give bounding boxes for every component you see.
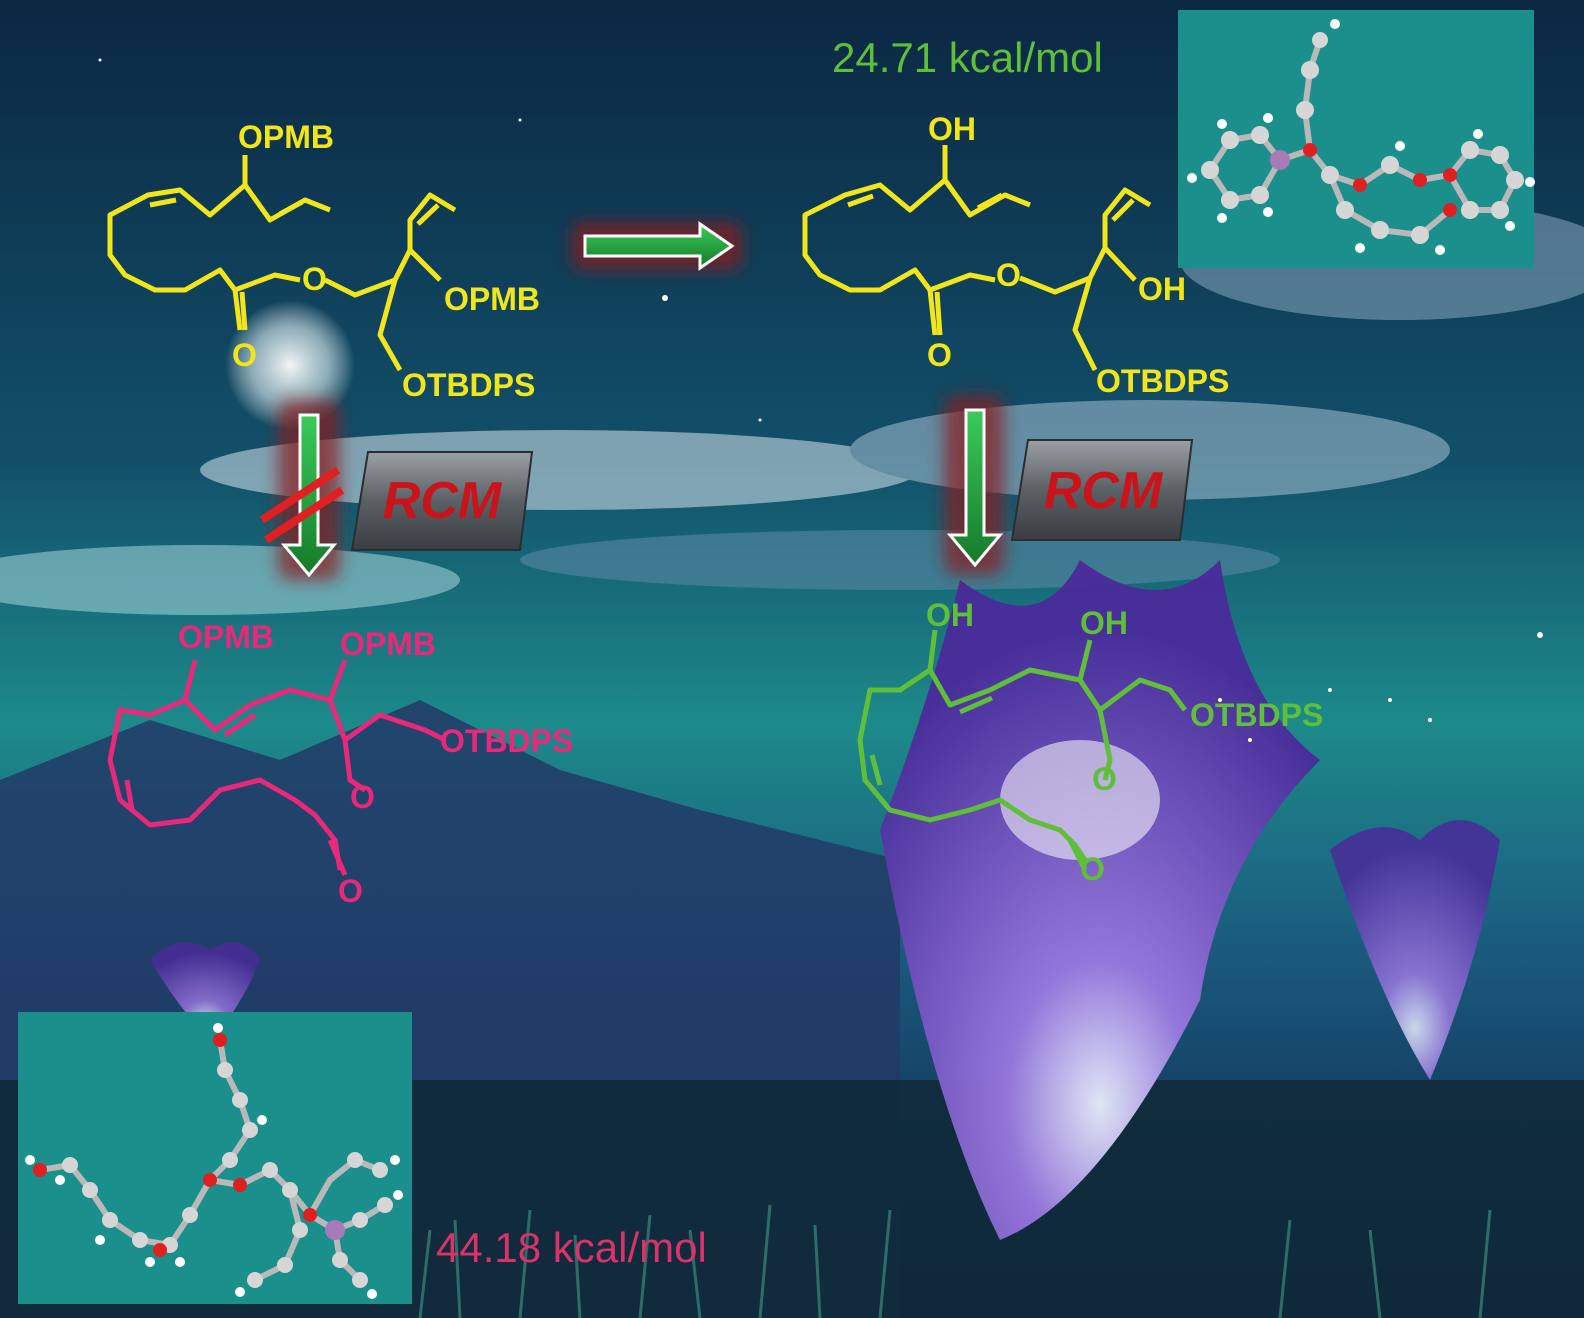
label-o-ester-diol: O: [996, 257, 1021, 293]
flower-left: [150, 942, 260, 1040]
energy-top: 24.71 kcal/mol: [832, 34, 1103, 81]
energy-bottom: 44.18 kcal/mol: [436, 1224, 707, 1271]
label-o-carbonyl-failed: O: [338, 873, 363, 909]
label-opmb-failed-1: OPMB: [178, 619, 274, 655]
arrow-rcm-blocked: [259, 400, 345, 580]
molecule-failed-product: [107, 659, 447, 876]
flower-right: [1330, 820, 1500, 1080]
label-opmb-top: OPMB: [238, 119, 334, 155]
label-opmb-failed-2: OPMB: [340, 626, 436, 662]
molecule-start: [107, 155, 457, 372]
rcm-text-left: RCM: [383, 472, 503, 530]
label-o-ester-product: O: [1092, 761, 1117, 797]
arrow-rcm: [944, 395, 1004, 575]
label-oh-top: OH: [928, 111, 976, 147]
rcm-plaque-right: RCM: [1010, 439, 1194, 541]
label-o-carbonyl-start: O: [232, 337, 257, 373]
arrow-deprotection: [572, 221, 742, 271]
label-o-carbonyl-product: O: [1080, 851, 1105, 887]
label-o-ester-start: O: [302, 261, 327, 297]
rcm-text-right: RCM: [1044, 462, 1164, 520]
label-opmb-side: OPMB: [444, 281, 540, 317]
molecule-diol: [802, 145, 1152, 372]
label-otbdps-failed: OTBDPS: [440, 723, 573, 759]
label-oh-product-1: OH: [926, 597, 974, 633]
label-oh-product-2: OH: [1080, 605, 1128, 641]
label-otbdps-product: OTBDPS: [1190, 697, 1323, 733]
grass: [418, 1204, 1492, 1318]
label-o-carbonyl-diol: O: [927, 337, 952, 373]
label-otbdps-start: OTBDPS: [402, 367, 535, 403]
label-o-ester-failed: O: [350, 779, 375, 815]
rcm-plaque-left: RCM: [350, 451, 534, 551]
flower-large: [880, 560, 1320, 1240]
moon: [225, 300, 355, 430]
ball-stick-model-top: [1187, 19, 1535, 255]
sparkles: [98, 58, 1543, 742]
molecule-product: [857, 629, 1187, 872]
ball-stick-model-bottom: [25, 1023, 403, 1299]
label-oh-side: OH: [1138, 271, 1186, 307]
label-otbdps-diol: OTBDPS: [1096, 363, 1229, 399]
